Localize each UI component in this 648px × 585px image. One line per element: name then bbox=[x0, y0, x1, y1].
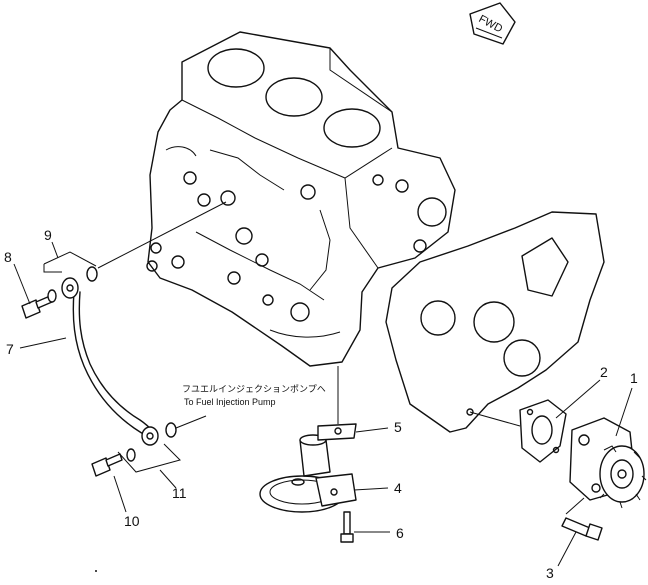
oil-pump-assembly bbox=[569, 417, 647, 509]
callout-2: 2 bbox=[600, 364, 608, 380]
strainer-gasket bbox=[317, 423, 357, 441]
callout-3: 3 bbox=[546, 565, 554, 580]
note-japanese: フユエルインジェクションポンプヘ bbox=[182, 384, 326, 394]
stray-mark bbox=[95, 570, 97, 572]
callout-7: 7 bbox=[6, 341, 14, 357]
callout-10: 10 bbox=[124, 513, 140, 529]
callout-8: 8 bbox=[4, 249, 12, 265]
group-brackets bbox=[43, 251, 181, 473]
engine-block bbox=[146, 31, 456, 367]
strainer-bolt bbox=[340, 511, 354, 543]
alignment-lines bbox=[97, 201, 585, 515]
callout-1: 1 bbox=[630, 370, 638, 386]
pipe-bolt-upper bbox=[21, 289, 57, 319]
oil-pipe bbox=[61, 266, 177, 446]
callout-4: 4 bbox=[394, 480, 402, 496]
callout-5: 5 bbox=[394, 419, 402, 435]
leader-lines bbox=[13, 241, 633, 567]
gear-case-plate bbox=[385, 211, 605, 433]
callout-11: 11 bbox=[172, 485, 187, 501]
pipe-bolt-lower bbox=[91, 448, 136, 477]
oil-strainer bbox=[259, 434, 357, 513]
pump-bolt bbox=[561, 517, 603, 541]
fwd-direction-tag: FWD bbox=[469, 2, 516, 45]
callout-6: 6 bbox=[396, 525, 404, 541]
fuel-pump-note: フユエルインジェクションポンプヘ To Fuel Injection Pump bbox=[182, 384, 326, 407]
note-english: To Fuel Injection Pump bbox=[184, 397, 276, 407]
callout-9: 9 bbox=[44, 227, 52, 243]
callout-numbers: 1 2 3 4 5 6 7 8 9 10 11 bbox=[4, 227, 638, 581]
pump-gasket bbox=[519, 399, 567, 463]
